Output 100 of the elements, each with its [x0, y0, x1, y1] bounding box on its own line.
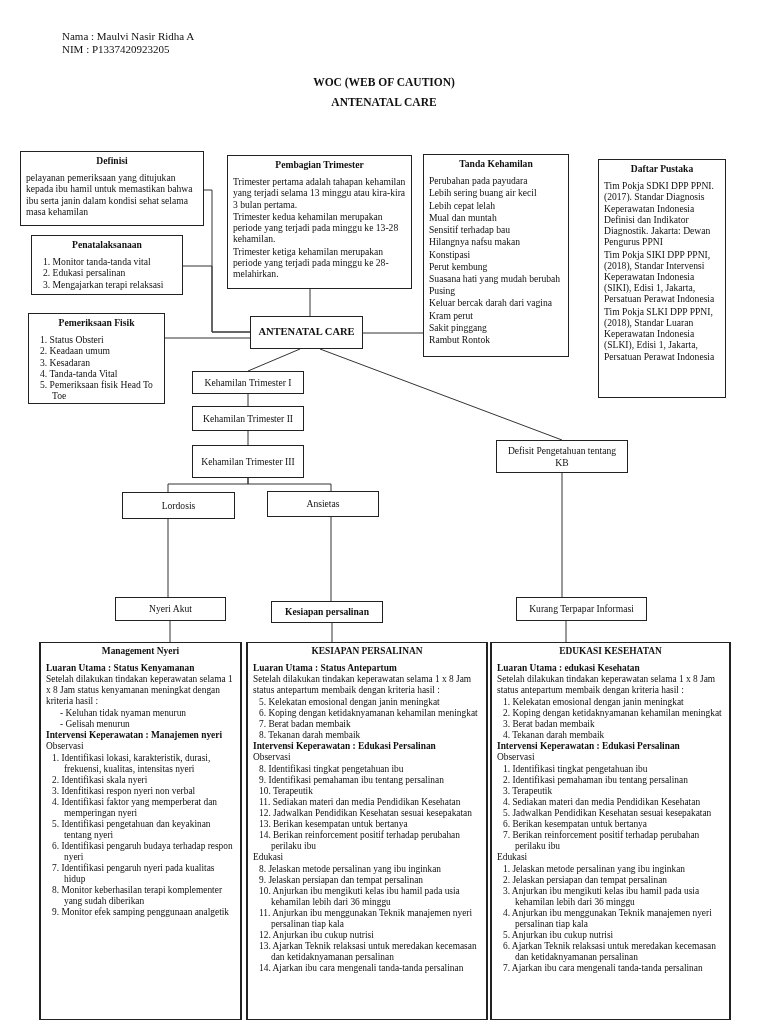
list-item: 11. Anjurkan ibu menggunakan Teknik manajemen nyeri persalinan tiap kala: [258, 908, 474, 930]
list-item: 3. Idenfitikasi respon nyeri non verbal: [51, 786, 197, 797]
paragraph-text: Setelah dilakukan tindakan keperawatan selama 1 x 8 Jam status antepartum membaik dengan kriteria hasil :: [497, 674, 717, 696]
list-item: 5. Pemeriksaan fisik Head To Toe: [39, 379, 154, 402]
box-heading: Definisi: [95, 155, 129, 167]
box-heading: Tanda Kehamilan: [458, 158, 534, 170]
definition-box: [20, 151, 204, 226]
list-line: Kram perut: [429, 309, 474, 321]
name-text: Nama : Maulvi Nasir Ridha A: [62, 30, 195, 42]
connector-line: [169, 620, 171, 643]
process-box: [496, 440, 628, 473]
list-item: 3. Kesadaran: [39, 356, 92, 368]
connector-line: [247, 393, 249, 407]
list-item: 1. Identifikasi tingkat pengetahuan ibu: [502, 764, 649, 775]
paragraph-text: Setelah dilakukan tindakan keperawatan selama 1 x 8 Jam status antepartum membaik dengan kriteria hasil :: [253, 674, 473, 696]
list-item: 9. Identifikasi pemahaman ibu tentang persalinan: [258, 775, 445, 786]
process-box: [192, 445, 304, 478]
list-item: 8. Monitor keberhasilan terapi komplementer yang sudah diberikan: [51, 885, 223, 907]
connector-line: [561, 472, 563, 598]
list-item: 2. Keadaan umum: [39, 345, 112, 357]
node-label: Ansietas: [306, 498, 340, 510]
node-label: Kehamilan Trimester I: [204, 376, 292, 389]
connector-line: [247, 348, 301, 372]
node-label: Kurang Terpapar Informasi: [529, 603, 634, 615]
list-item: 8. Tekanan darah membaik: [258, 730, 362, 741]
list-item: 3. Anjurkan ibu mengikuti kelas ibu hamil pada usia kehamilan lebih dari 36 minggu: [502, 886, 701, 908]
connector-line: [309, 288, 311, 317]
connector-line: [167, 518, 169, 598]
subtitle: ANTENATAL CARE: [330, 96, 438, 108]
list-item: 5. Identifikasi pengetahuan dan keyakinan tentang nyeri: [51, 819, 212, 841]
list-item: 5. Kelekatan emosional dengan janin meningkat: [258, 697, 441, 708]
intervention-panel: [246, 642, 488, 1020]
list-item: 12. Anjurkan ibu cukup nutrisi: [258, 930, 375, 941]
paragraph-text: Tim Pokja SIKI DPP PPNI, (2018), Standar Intervensi Keperawatan Indonesia (SIKI), Edisi 1, Jakarta, Persatuan Perawat Indonesia: [604, 248, 716, 305]
box-heading: Pemeriksaan Fisik: [57, 317, 136, 329]
list-line: Sakit pinggang: [429, 321, 488, 334]
process-box: [267, 491, 379, 517]
intervention-panel: [490, 642, 731, 1020]
list-item: 8. Identifikasi tingkat pengetahuan ibu: [258, 764, 405, 775]
diagnosis-box: [271, 601, 383, 623]
box-heading: Management Nyeri: [100, 646, 181, 657]
list-item: 6. Berikan kesempatan untuk bertanya: [502, 819, 648, 830]
connector-line: [362, 332, 424, 334]
list-item: 2. Identifikasi pemahaman ibu tentang persalinan: [502, 775, 689, 786]
list-item: 1. Identifikasi lokasi, karakteristik, durasi, frekuensi, kualitas, intensitas nyeri: [51, 753, 212, 775]
list-item: 2. Koping dengan ketidaknyamanan kehamilan meningkat: [502, 708, 723, 719]
list-item: 3. Mengajarkan terapi relaksasi: [42, 278, 165, 290]
box-heading: Penatalaksanaan: [71, 239, 143, 251]
list-item: 6. Identifikasi pengaruh budaya terhadap respon nyeri: [51, 841, 234, 863]
node-label: Nyeri Akut: [149, 603, 192, 615]
process-box: [122, 492, 235, 519]
list-item: 12. Jadwalkan Pendidikan Kesehatan sesuai kesepakatan: [258, 808, 473, 819]
list-item: 7. Ajarkan ibu cara mengenali tanda-tanda persalinan: [502, 963, 704, 974]
list-item: 4. Identifikasi faktor yang memperberat dan memperingan nyeri: [51, 797, 219, 819]
list-item: 4. Anjurkan ibu menggunakan Teknik manajemen nyeri persalinan tiap kala: [502, 908, 713, 930]
list-item: 2. Jelaskan persiapan dan tempat persalinan: [502, 875, 668, 886]
list-item: 3. Terapeutik: [502, 786, 554, 797]
box-heading: KESIAPAN PERSALINAN: [310, 646, 424, 657]
paragraph-text: Trimester ketiga kehamilan merupakan periode yang terjadi pada minggu ke 28-melahirkan.: [233, 245, 390, 280]
box-heading: Daftar Pustaka: [629, 163, 695, 175]
paragraph-text: Tim Pokja SDKI DPP PPNI. (2017). Standar Diagnosis Keperawatan Indonesia Definisi dan Indikator Diagnostik. Jakarta: Dewan Pengurus PPNI: [604, 180, 715, 248]
info-box: [227, 155, 412, 289]
list-line: Lebih cepat lelah: [429, 199, 497, 211]
diagnosis-box: [115, 597, 226, 621]
list-item: 7. Berat badan membaik: [258, 719, 352, 730]
list-item: 6. Koping dengan ketidaknyamanan kehamilan meningkat: [258, 708, 479, 719]
id-number-text: NIM : P1337420923205: [62, 43, 170, 55]
list-item: 4. Tekanan darah membaik: [502, 730, 606, 741]
intervention-panel: [39, 642, 242, 1020]
list-item: 4. Tanda-tanda Vital: [39, 367, 119, 380]
list-line: Keluar bercak darah dari vagina: [429, 297, 554, 309]
connector-line: [319, 348, 563, 441]
list-line: Lebih sering buang air kecil: [429, 187, 538, 199]
node-label: Kesiapan persalinan: [285, 606, 369, 618]
connector-line: [330, 516, 332, 602]
section-heading: Intervensi Keperawatan : Edukasi Persalinan: [497, 741, 681, 752]
paragraph-text: Observasi: [46, 741, 85, 752]
paragraph-text: Edukasi: [497, 852, 529, 863]
paragraph-text: pelayanan pemeriksaan yang ditujukan kepada ibu hamil untuk memastikan bahwa ibu serta janin dalam kondisi sehat selama masa kehamilan: [26, 172, 194, 218]
list-item: 9. Jelaskan persiapan dan tempat persalinan: [258, 875, 424, 886]
list-line: Konstipasi: [429, 248, 472, 260]
paragraph-text: Trimester pertama adalah tahapan kehamilan yang terjadi selama 13 minggu atau kira-kira 3 bulan pertama.: [233, 176, 406, 210]
node-label: ANTENATAL CARE: [258, 326, 355, 339]
list-item: 8. Jelaskan metode persalinan yang ibu inginkan: [258, 864, 442, 875]
list-line: Perut kembung: [429, 260, 489, 272]
node-label: Defisit Pengetahuan tentang KB: [506, 445, 618, 468]
list-item: 10. Anjurkan ibu mengikuti kelas ibu hamil pada usia kehamilan lebih dari 36 minggu: [258, 886, 461, 908]
node-label: Kehamilan Trimester III: [201, 455, 295, 468]
list-item: 7. Identifikasi pengaruh nyeri pada kualitas hidup: [51, 863, 216, 885]
box-heading: Pembagian Trimester: [274, 159, 365, 171]
list-item: 2. Identifikasi skala nyeri: [51, 775, 149, 786]
list-item: - Keluhan tidak nyaman menurun: [59, 708, 187, 719]
process-box: [192, 371, 304, 394]
list-item: 5. Anjurkan ibu cukup nutrisi: [502, 930, 615, 941]
list-item: 6. Ajarkan Teknik relaksasi untuk meredakan kecemasan dan ketidaknyamanan persalinan: [502, 941, 717, 963]
node-label: Lordosis: [161, 499, 196, 512]
list-line: Rambut Rontok: [429, 334, 492, 346]
list-item: 10. Terapeutik: [258, 786, 314, 797]
list-item: 14. Berikan reinforcement positif terhadap perubahan perilaku ibu: [258, 830, 461, 852]
section-heading: Luaran Utama : Status Kenyamanan: [46, 663, 196, 674]
